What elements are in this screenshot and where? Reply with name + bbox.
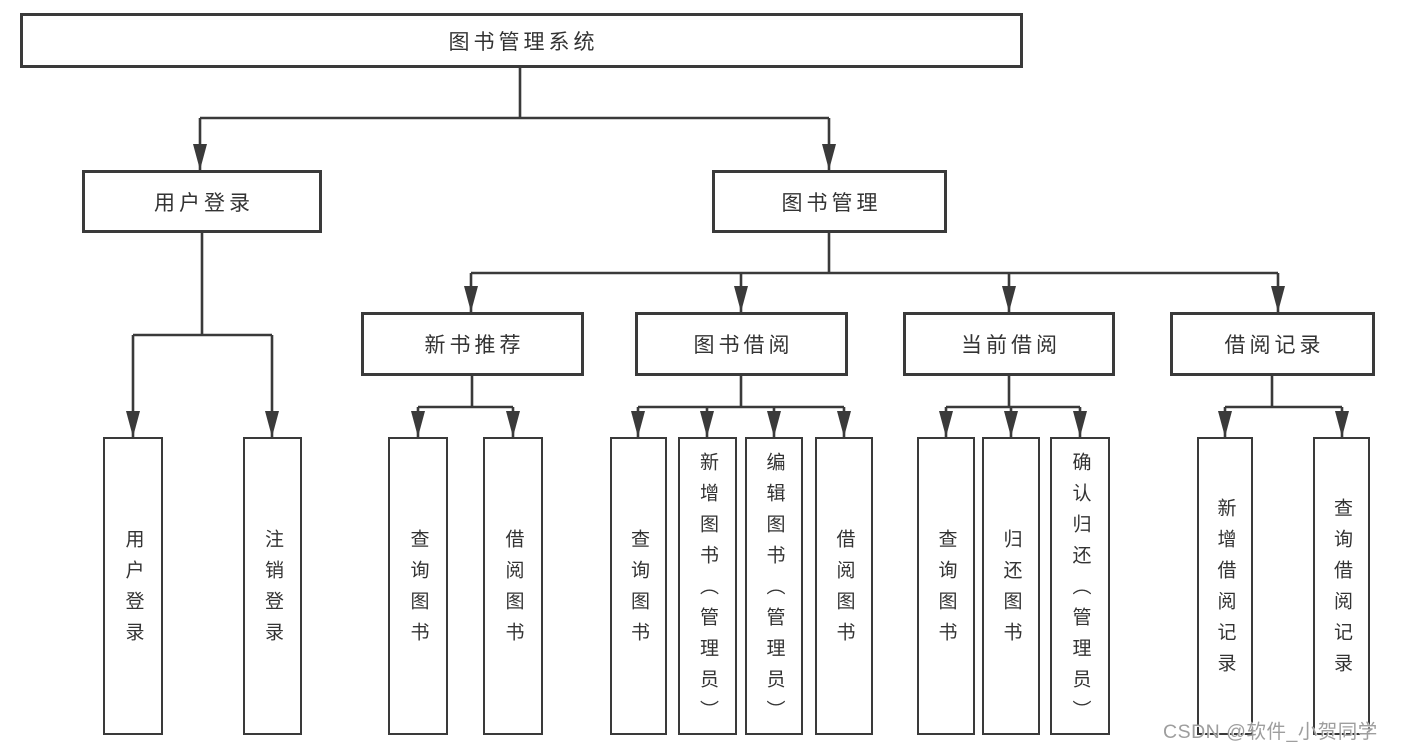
leaf-label: 归还图书	[1000, 529, 1022, 653]
leaf-label: 注销登录	[262, 529, 283, 653]
leaf-label: 编辑图书（管理员）	[763, 451, 785, 731]
leaf-borrow-books-recommend: 借阅图书	[483, 437, 543, 735]
node-new-book-recommendation: 新书推荐	[361, 312, 584, 376]
leaf-label: 新增图书（管理员）	[697, 451, 718, 731]
leaf-label: 查询图书	[628, 529, 649, 653]
leaf-query-books-recommend: 查询图书	[388, 437, 448, 735]
leaf-label: 查询图书	[935, 529, 957, 653]
leaf-add-borrow-record: 新增借阅记录	[1197, 437, 1253, 735]
leaf-label: 用户登录	[122, 529, 144, 653]
leaf-logout: 注销登录	[243, 437, 302, 735]
node-label: 借阅记录	[1224, 334, 1325, 357]
node-book-borrowing: 图书借阅	[635, 312, 848, 376]
leaf-confirm-return-admin: 确认归还（管理员）	[1050, 437, 1110, 735]
node-label: 当前借阅	[961, 334, 1061, 357]
node-borrowing-records: 借阅记录	[1170, 312, 1375, 376]
node-label: 用户登录	[154, 191, 254, 215]
leaf-query-books-current: 查询图书	[917, 437, 975, 735]
leaf-user-login: 用户登录	[103, 437, 163, 735]
leaf-return-books: 归还图书	[982, 437, 1040, 735]
leaf-label: 查询图书	[407, 529, 429, 653]
node-label: 图书管理	[781, 191, 882, 215]
node-label: 图书借阅	[693, 334, 794, 357]
csdn-watermark: CSDN @软件_小贺同学	[1163, 721, 1378, 743]
leaf-label: 借阅图书	[833, 529, 855, 653]
node-user-login-module: 用户登录	[82, 170, 322, 233]
leaf-edit-book-admin: 编辑图书（管理员）	[745, 437, 803, 735]
node-library-system-root: 图书管理系统	[20, 13, 1023, 68]
leaf-label: 借阅图书	[502, 529, 524, 653]
node-current-borrowing: 当前借阅	[903, 312, 1115, 376]
leaf-add-book-admin: 新增图书（管理员）	[678, 437, 737, 735]
node-book-management-module: 图书管理	[712, 170, 947, 233]
leaf-label: 查询借阅记录	[1331, 498, 1352, 684]
leaf-borrow-books: 借阅图书	[815, 437, 873, 735]
leaf-label: 新增借阅记录	[1214, 498, 1236, 684]
node-label: 新书推荐	[424, 334, 525, 357]
leaf-query-borrow-record: 查询借阅记录	[1313, 437, 1370, 735]
leaf-query-books-borrow: 查询图书	[610, 437, 667, 735]
leaf-label: 确认归还（管理员）	[1069, 451, 1091, 731]
node-label: 图书管理系统	[448, 30, 599, 54]
